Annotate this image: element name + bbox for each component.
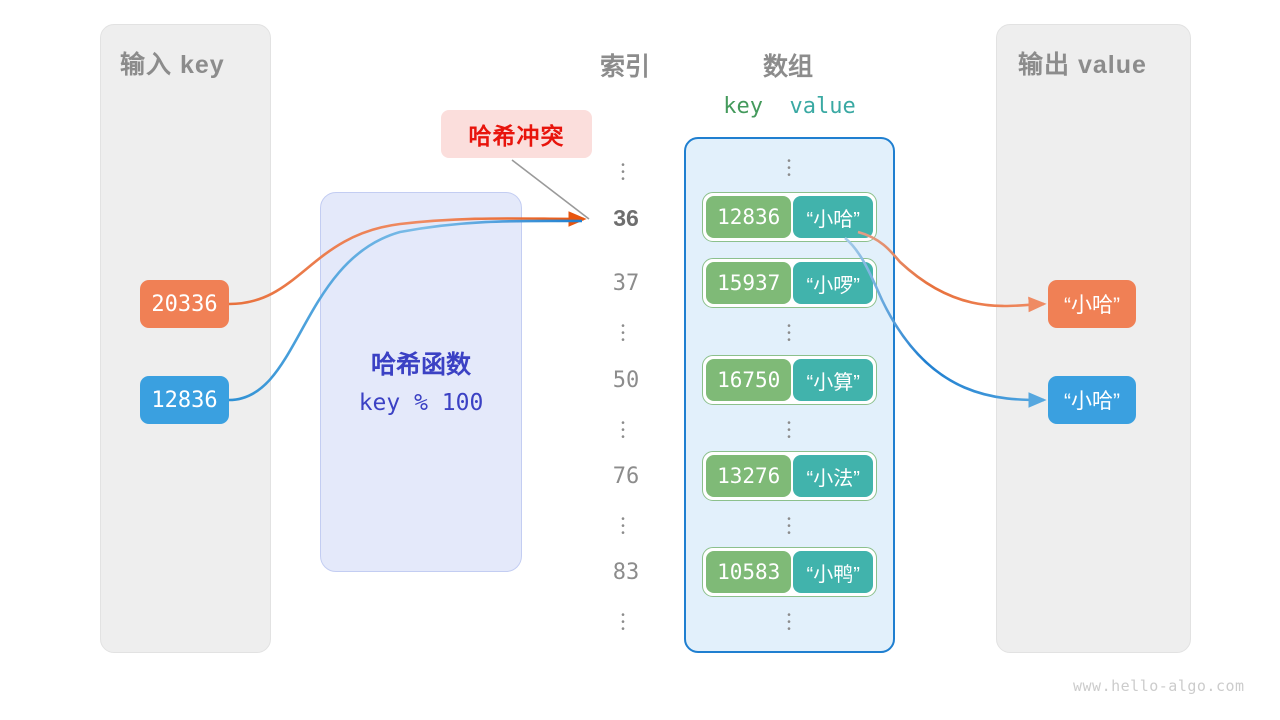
array-entry-76-value: “小法” xyxy=(793,455,873,497)
array-column-header: 数组 xyxy=(762,53,813,81)
key-value-column-labels: key__value xyxy=(684,94,895,119)
array-entry-37: 15937 “小啰” xyxy=(702,258,877,308)
output-value-panel xyxy=(996,24,1191,653)
output-value-box-blue: “小哈” xyxy=(1048,376,1136,424)
index-dots-top: ••• xyxy=(621,160,625,185)
array-entry-83-value: “小鸭” xyxy=(793,551,873,593)
array-entry-50-value: “小算” xyxy=(793,359,873,401)
input-key-box-12836: 12836 xyxy=(140,376,229,424)
value-column-label: value xyxy=(789,94,856,119)
array-entry-83-key: 10583 xyxy=(706,551,792,593)
array-entry-37-value: “小啰” xyxy=(793,262,873,304)
array-dots-1: ••• xyxy=(787,321,791,346)
index-dots-3: ••• xyxy=(621,514,625,539)
input-key-box-20336: 20336 xyxy=(140,280,229,328)
array-entry-83: 10583 “小鸭” xyxy=(702,547,877,597)
array-dots-2: ••• xyxy=(787,418,791,443)
array-entry-76-key: 13276 xyxy=(706,455,792,497)
input-key-panel-title: 输入 key xyxy=(120,51,225,79)
output-value-panel-title: 输出 value xyxy=(1018,51,1147,79)
key-column-label: key xyxy=(723,94,763,119)
hash-function-box xyxy=(320,192,522,572)
index-label-83: 83 xyxy=(612,560,640,585)
array-entry-36-key: 12836 xyxy=(706,196,792,238)
index-dots-bottom: ••• xyxy=(621,610,625,635)
array-dots-bottom: ••• xyxy=(787,610,791,635)
hash-collision-badge: 哈希冲突 xyxy=(441,110,592,158)
input-key-panel xyxy=(100,24,271,653)
index-label-50: 50 xyxy=(612,368,640,393)
index-label-37: 37 xyxy=(612,271,640,296)
output-value-box-orange: “小哈” xyxy=(1048,280,1136,328)
array-entry-36-value: “小哈” xyxy=(793,196,873,238)
array-entry-36: 12836 “小哈” xyxy=(702,192,877,242)
hash-function-title: 哈希函数 xyxy=(370,351,471,379)
index-label-76: 76 xyxy=(612,464,640,489)
array-entry-76: 13276 “小法” xyxy=(702,451,877,501)
array-entry-50-key: 16750 xyxy=(706,359,792,401)
hash-function-expression: key % 100 xyxy=(358,390,484,416)
array-entry-50: 16750 “小算” xyxy=(702,355,877,405)
watermark: www.hello-algo.com xyxy=(1073,677,1245,695)
array-dots-3: ••• xyxy=(787,514,791,539)
index-dots-1: ••• xyxy=(621,321,625,346)
index-label-36: 36 xyxy=(613,205,639,231)
array-entry-37-key: 15937 xyxy=(706,262,792,304)
index-column-header: 索引 xyxy=(599,53,650,81)
array-dots-top: ••• xyxy=(787,156,791,181)
index-dots-2: ••• xyxy=(621,418,625,443)
